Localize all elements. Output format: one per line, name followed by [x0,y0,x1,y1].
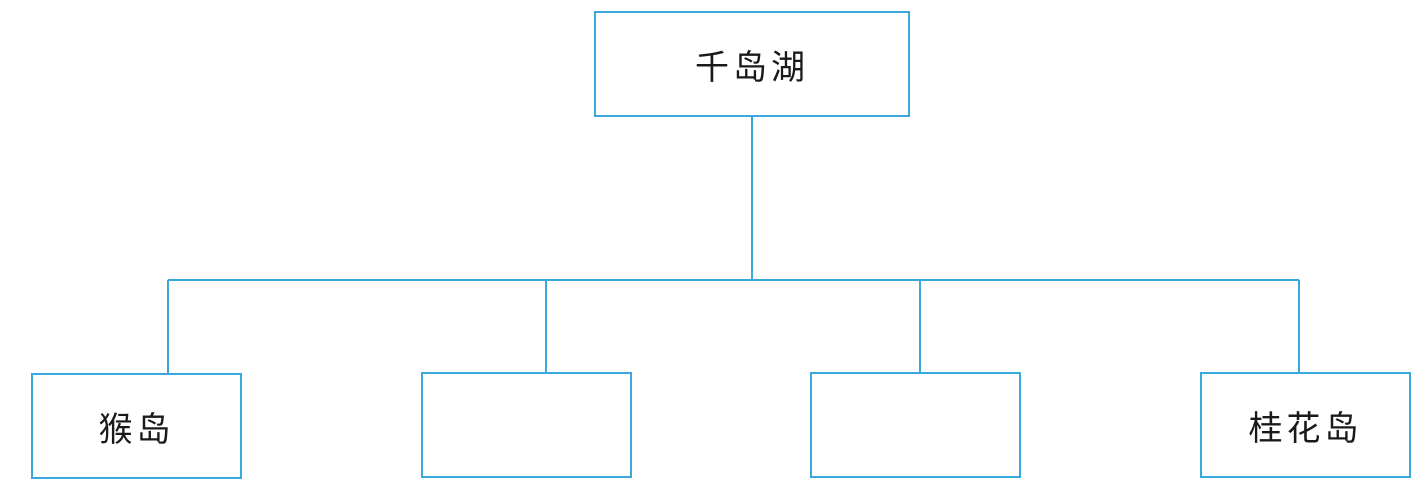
child-node-4: 桂花岛 [1200,372,1411,478]
root-node: 千岛湖 [594,11,910,117]
child-label-1: 猴岛 [98,409,175,450]
root-label: 千岛湖 [695,47,809,88]
child-node-2-blank[interactable] [421,372,632,478]
child-node-3-blank[interactable] [810,372,1021,478]
child-node-1: 猴岛 [31,373,242,479]
child-label-4: 桂花岛 [1248,408,1363,449]
